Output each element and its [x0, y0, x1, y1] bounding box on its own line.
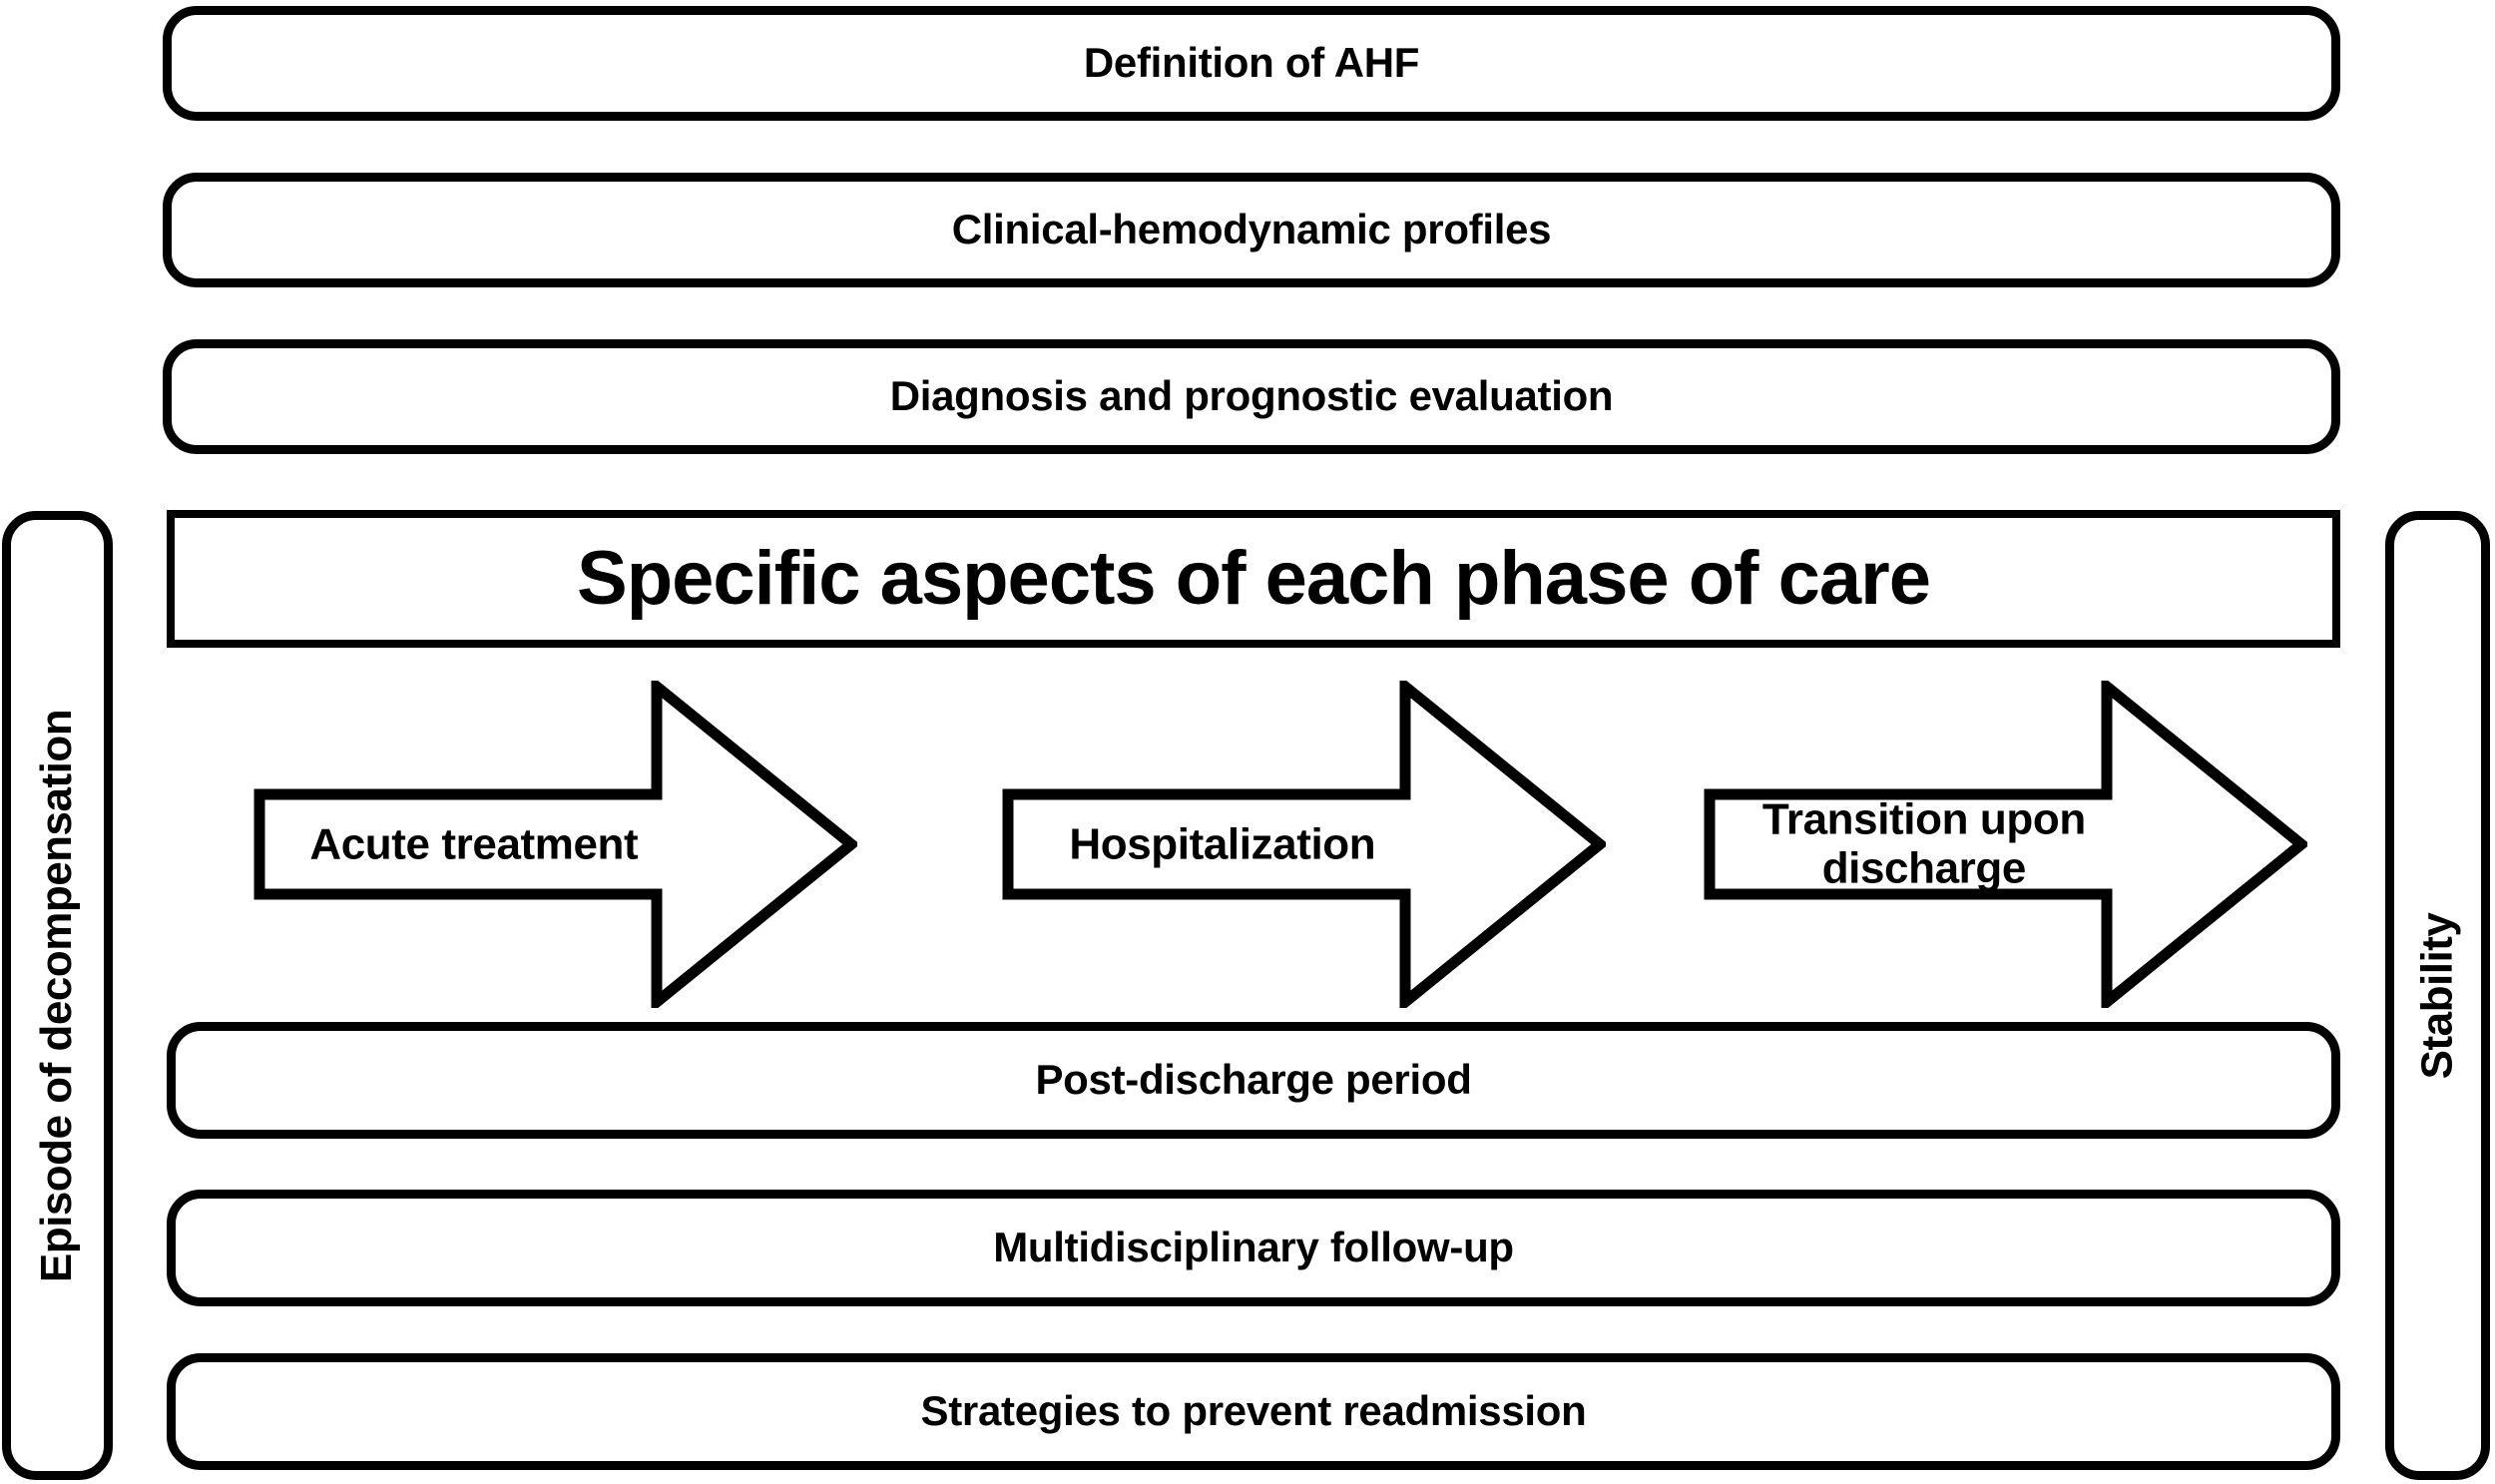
bar-specific-aspects-label: Specific aspects of each phase of care	[577, 536, 1931, 622]
arrow-right-icon	[1704, 681, 2307, 1008]
bar-definition-of-ahf: Definition of AHF	[163, 6, 2340, 121]
phase-arrow-hospitalization: Hospitalization	[1002, 681, 1606, 1008]
bar-strategies-to-prevent-readmission: Strategies to prevent readmission	[167, 1353, 2340, 1470]
left-vertical-panel-episode-of-decompensation: Episode of decompensation	[2, 511, 113, 1480]
bar-specific-aspects-of-each-phase-of-care: Specific aspects of each phase of care	[167, 510, 2340, 648]
bar-post-discharge-period: Post-discharge period	[167, 1022, 2340, 1139]
phase-arrow-acute-treatment: Acute treatment	[253, 681, 857, 1008]
right-vertical-panel-stability: Stability	[2385, 511, 2490, 1480]
right-panel-label: Stability	[2412, 912, 2462, 1079]
arrow-right-icon	[1002, 681, 1606, 1008]
bar-clinical-hemodynamic-profiles: Clinical-hemodynamic profiles	[163, 173, 2340, 287]
bar-diagnosis-and-prognostic-evaluation-label: Diagnosis and prognostic evaluation	[889, 372, 1614, 420]
bar-definition-of-ahf-label: Definition of AHF	[1083, 39, 1420, 87]
bar-strategies-to-prevent-readmission-label: Strategies to prevent readmission	[920, 1387, 1587, 1435]
bar-multidisciplinary-follow-up-label: Multidisciplinary follow-up	[993, 1224, 1514, 1271]
bar-diagnosis-and-prognostic-evaluation: Diagnosis and prognostic evaluation	[163, 339, 2340, 454]
bar-multidisciplinary-follow-up: Multidisciplinary follow-up	[167, 1190, 2340, 1306]
bar-post-discharge-period-label: Post-discharge period	[1035, 1056, 1472, 1104]
arrow-right-icon	[253, 681, 857, 1008]
left-panel-label: Episode of decompensation	[32, 709, 82, 1282]
phase-arrow-transition-upon-discharge: Transition upon discharge	[1704, 681, 2307, 1008]
bar-clinical-hemodynamic-profiles-label: Clinical-hemodynamic profiles	[951, 206, 1552, 253]
